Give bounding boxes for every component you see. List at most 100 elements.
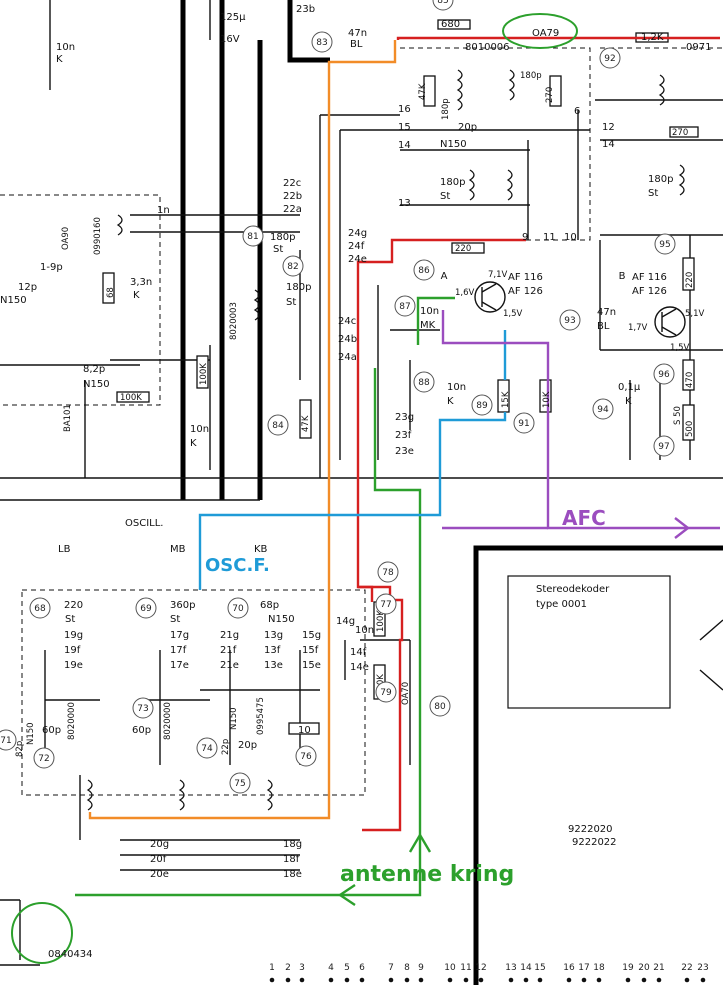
svg-text:60p: 60p — [132, 725, 151, 736]
svg-text:180p: 180p — [441, 98, 451, 120]
svg-text:A: A — [441, 271, 448, 282]
pin-dot — [299, 977, 305, 983]
svg-text:47n: 47n — [348, 28, 367, 39]
svg-text:K: K — [56, 54, 63, 65]
svg-text:15f: 15f — [302, 645, 319, 656]
svg-text:10n: 10n — [190, 424, 209, 435]
svg-text:5,1V: 5,1V — [685, 309, 705, 319]
pin-dot — [566, 977, 572, 983]
svg-text:N150: N150 — [268, 614, 295, 625]
svg-text:0840434: 0840434 — [48, 949, 93, 960]
svg-text:OSCILL.: OSCILL. — [125, 518, 163, 529]
svg-text:KB: KB — [254, 544, 268, 555]
pin-number: 15 — [534, 963, 545, 973]
svg-text:BL: BL — [597, 321, 610, 332]
pin-dot — [418, 977, 424, 983]
svg-text:9222022: 9222022 — [572, 837, 617, 848]
transistor-a-symbol — [474, 281, 506, 313]
svg-text:18e: 18e — [283, 869, 302, 880]
svg-text:180p: 180p — [270, 232, 295, 243]
ref-number: 72 — [38, 754, 49, 764]
ref-number: 80 — [434, 702, 446, 712]
svg-text:10n: 10n — [56, 42, 75, 53]
svg-text:22b: 22b — [283, 191, 302, 202]
svg-text:17f: 17f — [170, 645, 187, 656]
pin-dot — [463, 977, 469, 983]
svg-text:680: 680 — [441, 19, 460, 30]
pin-number: 5 — [344, 963, 350, 973]
pin-number: 12 — [475, 963, 486, 973]
ref-number: 75 — [234, 779, 245, 789]
ref-circle — [394, 295, 416, 317]
antenne-arrow-up — [408, 832, 432, 853]
svg-text:AF 126: AF 126 — [632, 286, 667, 297]
svg-text:24c: 24c — [338, 316, 356, 327]
svg-text:20p: 20p — [238, 740, 257, 751]
svg-text:7,1V: 7,1V — [488, 270, 508, 280]
svg-text:180p: 180p — [520, 71, 542, 81]
svg-text:20f: 20f — [150, 854, 167, 865]
svg-text:16V: 16V — [220, 34, 240, 45]
pin-number: 2 — [285, 963, 291, 973]
svg-text:N150: N150 — [83, 379, 110, 390]
svg-text:23g: 23g — [395, 412, 414, 423]
pin-number: 16 — [563, 963, 575, 973]
stereo-title: Stereodekoder — [536, 584, 610, 595]
svg-text:220: 220 — [455, 244, 471, 254]
svg-text:10: 10 — [298, 725, 311, 736]
svg-text:14g: 14g — [336, 616, 355, 627]
svg-text:1,2K: 1,2K — [641, 32, 664, 43]
pin-number: 9 — [418, 963, 424, 973]
pin-number: 21 — [653, 963, 664, 973]
svg-text:100K: 100K — [199, 363, 209, 385]
ref-number: 83 — [316, 38, 327, 48]
ref-circle — [471, 394, 493, 416]
red-path-lower — [356, 238, 526, 832]
svg-text:22c: 22c — [283, 178, 301, 189]
svg-text:St: St — [440, 191, 450, 202]
svg-text:47K: 47K — [301, 415, 311, 432]
ref-number: 86 — [418, 266, 430, 276]
svg-text:100K: 100K — [376, 610, 386, 632]
ref-number: 85 — [437, 0, 448, 6]
svg-text:OA79: OA79 — [532, 28, 559, 39]
orange-path — [88, 40, 397, 820]
svg-text:19g: 19g — [64, 630, 83, 641]
varicap-highlight — [11, 902, 73, 964]
svg-text:1,7V: 1,7V — [628, 323, 648, 333]
svg-text:1,6V: 1,6V — [455, 288, 475, 298]
svg-text:23f: 23f — [395, 430, 412, 441]
svg-text:12: 12 — [602, 122, 615, 133]
ref-number: 91 — [518, 419, 529, 429]
ref-circle — [295, 745, 317, 767]
pin-number: 11 — [460, 963, 471, 973]
ref-circle — [229, 772, 251, 794]
stereodekoder-box — [507, 575, 671, 709]
svg-text:20e: 20e — [150, 869, 169, 880]
svg-text:15e: 15e — [302, 660, 321, 671]
svg-text:470: 470 — [685, 372, 695, 388]
svg-text:12p: 12p — [18, 282, 37, 293]
blue-path-long — [198, 412, 507, 590]
ref-number: 70 — [232, 604, 244, 614]
pin-dot — [508, 977, 514, 983]
pin-dot — [404, 977, 410, 983]
signal-overlays — [75, 36, 720, 906]
ref-circle — [559, 309, 581, 331]
ref-number: 69 — [140, 604, 152, 614]
pin-dot — [700, 977, 706, 983]
pin-number: 7 — [388, 963, 394, 973]
pin-dot — [625, 977, 631, 983]
ref-circle — [375, 593, 397, 615]
ref-number: 71 — [0, 736, 11, 746]
svg-text:AF 116: AF 116 — [508, 272, 543, 283]
svg-text:16: 16 — [398, 104, 411, 115]
ref-number: 92 — [604, 54, 615, 64]
svg-text:21g: 21g — [220, 630, 239, 641]
pin-number: 6 — [359, 963, 365, 973]
svg-text:AF 126: AF 126 — [508, 286, 543, 297]
pin-number: 17 — [578, 963, 589, 973]
svg-text:AF 116: AF 116 — [632, 272, 667, 283]
